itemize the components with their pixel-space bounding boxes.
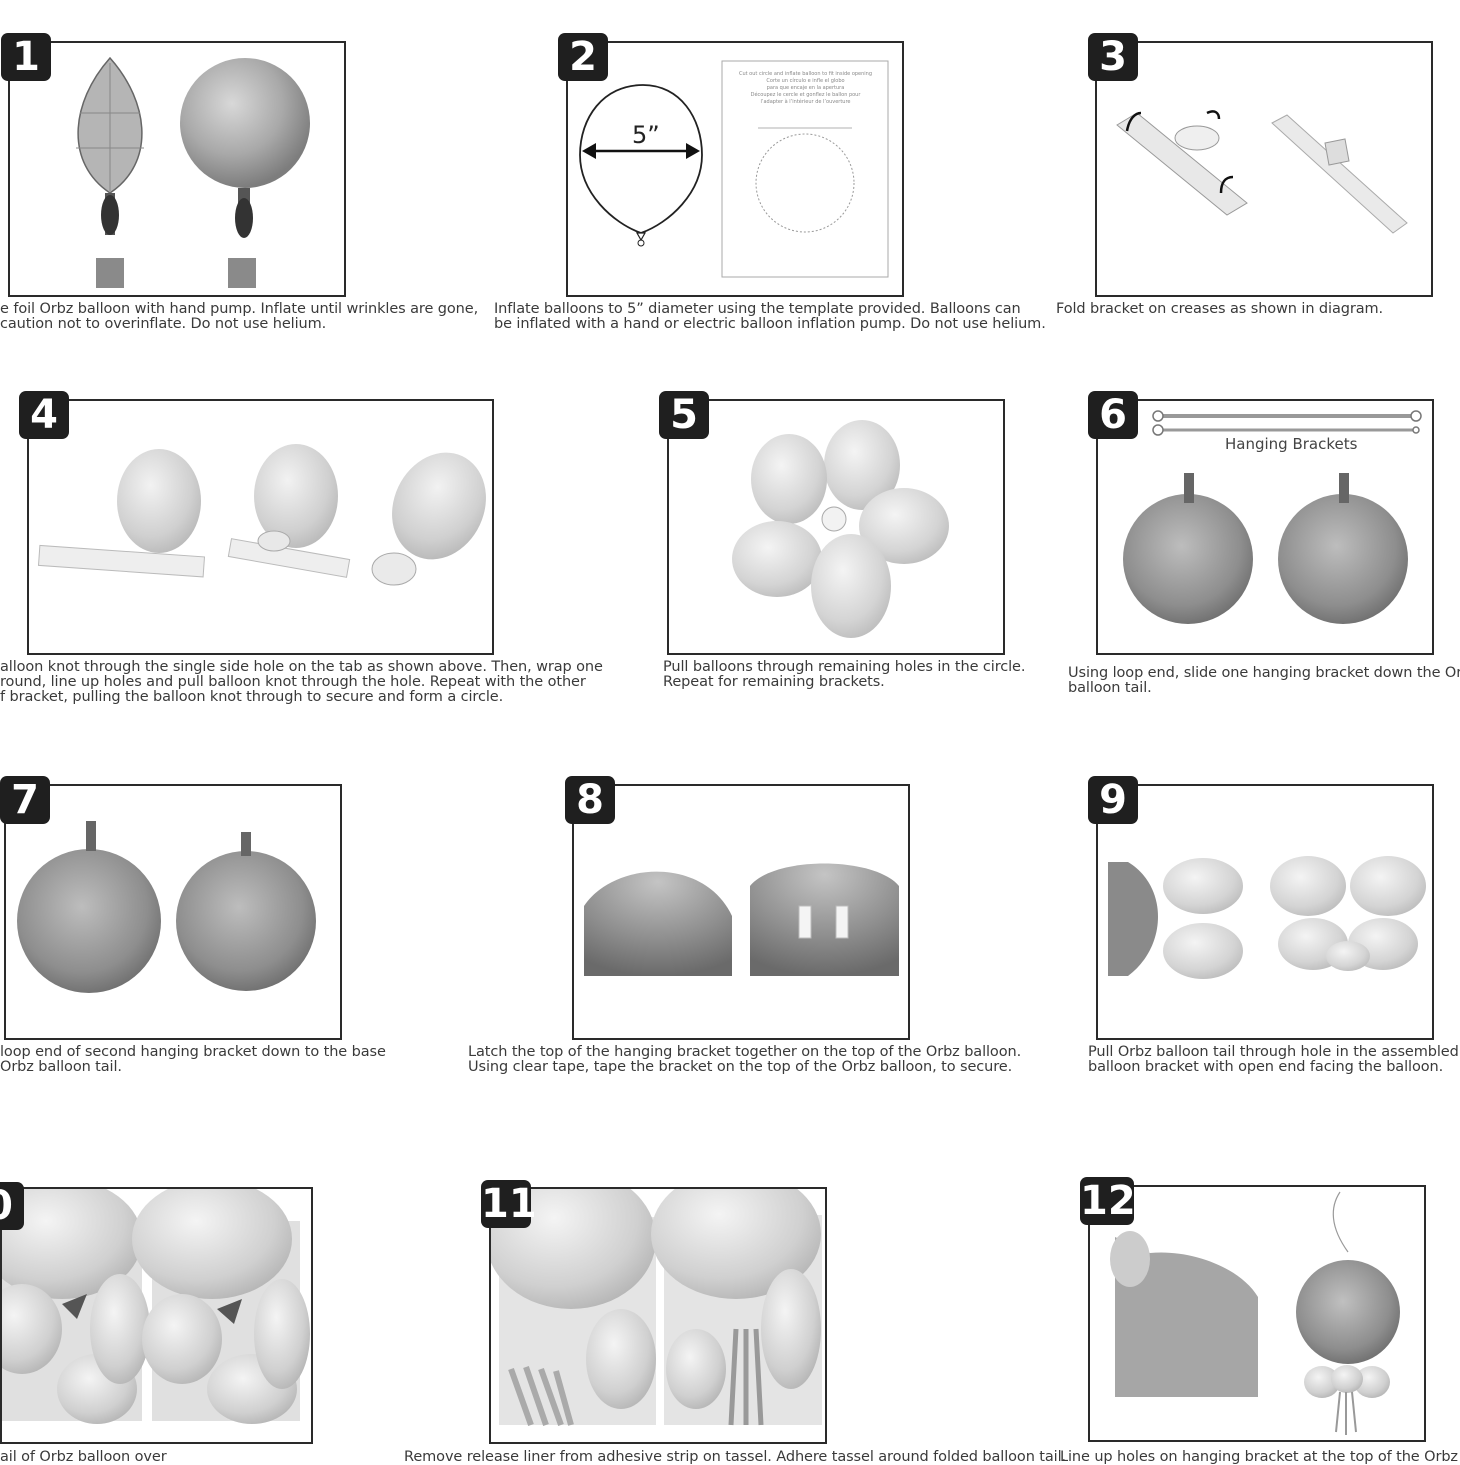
step-10-panel: [0, 1187, 313, 1444]
step-3-caption: Fold bracket on creases as shown in diag…: [1056, 301, 1384, 317]
step-12-caption: Line up holes on hanging bracket at the …: [1060, 1449, 1460, 1465]
step-1-number: 1: [1, 33, 51, 81]
step-4-illustration: [37, 444, 486, 586]
step-6-number: 6: [1088, 391, 1138, 439]
step-2-template-text: Cut out circle and inflate balloon to fi…: [738, 71, 873, 105]
step-4-caption: alloon knot through the single side hole…: [0, 659, 603, 705]
step-7-panel: [4, 784, 342, 1040]
step-1-panel: [8, 41, 346, 297]
step-12-illustration: [1110, 1191, 1400, 1435]
step-7-caption: loop end of second hanging bracket down …: [0, 1044, 386, 1075]
step-6-hanging-brackets-label: Hanging Brackets: [1225, 435, 1358, 453]
step-6-illustration: [1123, 410, 1422, 624]
step-10-number: 0: [0, 1182, 24, 1230]
step-2-panel: 5” Cut out circle and inflate balloon to…: [566, 41, 904, 297]
step-5-caption: Pull balloons through remaining holes in…: [663, 659, 1026, 690]
step-8-panel: [572, 784, 910, 1040]
step-12-panel: [1088, 1185, 1426, 1442]
step-5-panel: [667, 399, 1005, 655]
step-8-illustration: [584, 863, 899, 976]
step-1-illustration: [76, 56, 310, 288]
step-2-number: 2: [558, 33, 608, 81]
step-2-caption: Inflate balloons to 5” diameter using th…: [494, 301, 1046, 332]
step-7-illustration: [17, 821, 316, 993]
step-12-number: 12: [1080, 1177, 1136, 1225]
step-1-caption: e foil Orbz balloon with hand pump. Infl…: [0, 301, 479, 332]
step-5-flower-cluster: [732, 420, 949, 638]
step-4-number: 4: [19, 391, 69, 439]
step-5-number: 5: [659, 391, 709, 439]
step-2-dimension-label: 5”: [632, 121, 660, 149]
step-11-illustration: [491, 1189, 822, 1427]
step-9-number: 9: [1088, 776, 1138, 824]
step-10-illustration: [2, 1189, 310, 1424]
step-8-number: 8: [565, 776, 615, 824]
step-10-caption: ail of Orbz balloon over: [0, 1449, 167, 1465]
step-3-number: 3: [1088, 33, 1138, 81]
step-11-panel: [489, 1187, 827, 1444]
step-11-caption: Remove release liner from adhesive strip…: [404, 1449, 1067, 1465]
step-9-illustration: [1108, 856, 1426, 979]
step-9-panel: [1096, 784, 1434, 1040]
step-9-caption: Pull Orbz balloon tail through hole in t…: [1088, 1044, 1459, 1075]
step-6-panel: Hanging Brackets: [1096, 399, 1434, 655]
step-2-balloon-diagram: [579, 60, 889, 278]
step-7-number: 7: [0, 776, 50, 824]
step-6-caption: Using loop end, slide one hanging bracke…: [1068, 665, 1460, 696]
step-3-panel: [1095, 41, 1433, 297]
step-4-panel: [27, 399, 494, 655]
step-3-bracket-diagram: [1116, 110, 1408, 234]
step-8-caption: Latch the top of the hanging bracket tog…: [468, 1044, 1022, 1075]
step-11-number: 11: [481, 1180, 537, 1228]
